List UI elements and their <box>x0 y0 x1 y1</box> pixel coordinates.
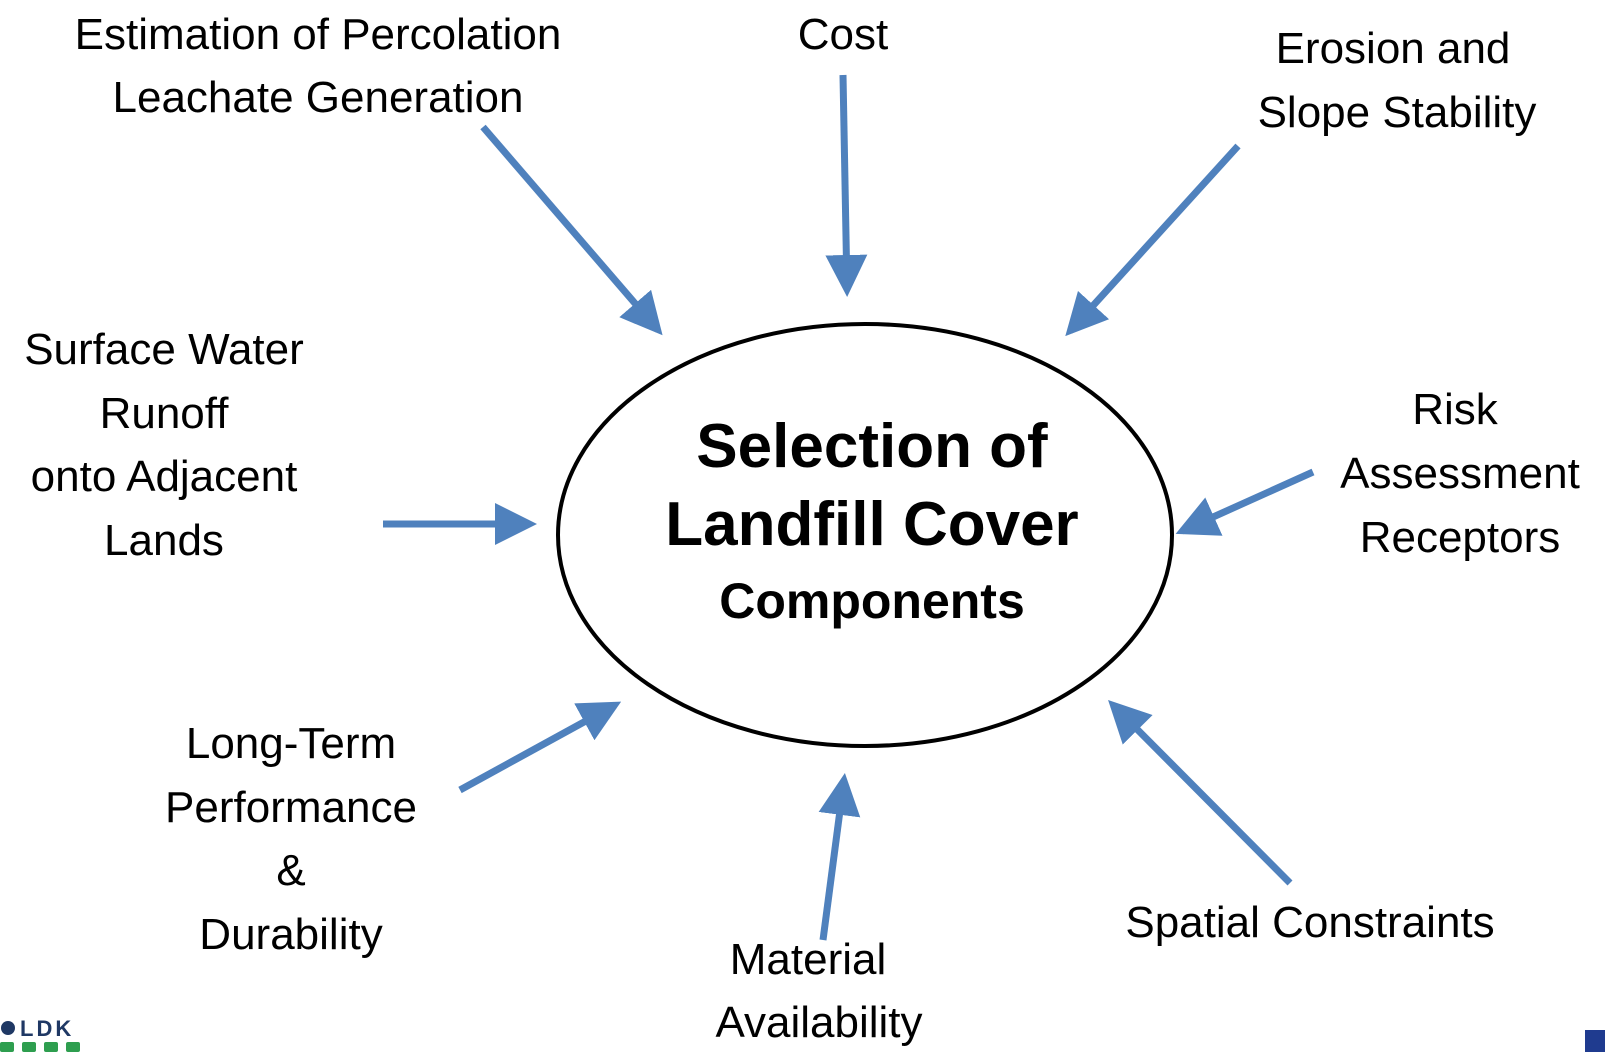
center-title-line1: Selection of <box>696 412 1048 481</box>
factor-percolation: Estimation of Percolation Leachate Gener… <box>75 10 562 122</box>
factor-material-line1: Material <box>730 935 887 984</box>
factor-surface-water-line2: Runoff <box>100 389 230 438</box>
factor-risk-line1: Risk <box>1412 385 1499 434</box>
factor-percolation-line2: Leachate Generation <box>113 73 524 122</box>
logo-green-block-4 <box>66 1042 80 1052</box>
factor-risk: Risk Assessment Receptors <box>1340 385 1580 562</box>
factor-percolation-line1: Estimation of Percolation <box>75 10 562 59</box>
factor-risk-line2: Assessment <box>1340 449 1580 498</box>
factor-long-term-line2: Performance <box>165 783 417 832</box>
factor-erosion-line1: Erosion and <box>1276 24 1511 73</box>
factor-material-line2: Availability <box>715 998 922 1047</box>
factor-long-term: Long-Term Performance & Durability <box>165 719 417 959</box>
factor-surface-water: Surface Water Runoff onto Adjacent Lands <box>24 325 304 565</box>
factor-erosion: Erosion and Slope Stability <box>1258 24 1537 137</box>
factor-long-term-line1: Long-Term <box>186 719 396 768</box>
center-title-line3: Components <box>719 573 1025 629</box>
factor-cost-line1: Cost <box>798 10 888 59</box>
arrow-erosion <box>1065 143 1241 337</box>
factor-surface-water-line1: Surface Water <box>24 325 304 374</box>
factor-material: Material Availability <box>715 935 922 1047</box>
center-ellipse <box>556 322 1174 748</box>
logo-green-block-3 <box>44 1042 58 1052</box>
factor-long-term-line4: Durability <box>199 910 382 959</box>
logo-green-block-2 <box>22 1042 36 1052</box>
factor-spatial-line1: Spatial Constraints <box>1125 898 1494 947</box>
arrow-risk <box>1175 468 1315 536</box>
factor-spatial: Spatial Constraints <box>1125 898 1494 947</box>
factor-cost: Cost <box>798 10 888 59</box>
factor-risk-line3: Receptors <box>1360 513 1561 562</box>
arrow-long-term <box>458 701 622 794</box>
factor-surface-water-line4: Lands <box>104 516 224 565</box>
factor-long-term-line3: & <box>276 846 305 895</box>
ldk-logo: LDK <box>0 1016 80 1052</box>
logo-green-block-1 <box>0 1042 14 1052</box>
arrow-percolation <box>480 124 663 336</box>
arrow-material <box>818 773 861 941</box>
arrow-spatial <box>1108 700 1293 886</box>
arrow-cost <box>825 74 868 297</box>
factor-erosion-line2: Slope Stability <box>1258 88 1537 137</box>
factor-surface-water-line3: onto Adjacent <box>31 452 298 501</box>
corner-block <box>1585 1030 1605 1052</box>
center-title-line2: Landfill Cover <box>665 490 1078 559</box>
logo-text: LDK <box>20 1016 74 1041</box>
logo-dot-icon <box>1 1021 15 1035</box>
